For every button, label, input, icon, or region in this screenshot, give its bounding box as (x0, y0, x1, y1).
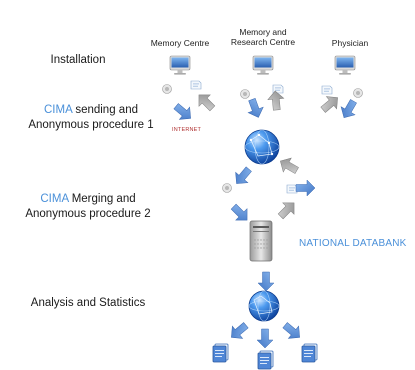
globe-icon (248, 290, 280, 322)
stage-analysis: Analysis and Statistics (13, 296, 163, 311)
stage-sending-line1: sending and (72, 104, 138, 116)
site-physician: Physician (320, 38, 380, 48)
arrow-output-left (225, 318, 252, 345)
computer-icon (252, 55, 274, 76)
stage-merging-line1: Merging and (68, 193, 136, 205)
cima-accent-1: CIMA (44, 104, 73, 116)
site-memory-centre: Memory Centre (140, 38, 220, 48)
internet-label: INTERNET (172, 127, 201, 133)
arrow-up-left-1 (275, 153, 302, 178)
report-icon (257, 350, 274, 370)
arrow-return-3 (317, 90, 344, 117)
arrow-output-right (279, 318, 306, 345)
site-physician-text: Physician (331, 38, 369, 48)
arrow-down-left-1 (229, 163, 256, 190)
cima-accent-2: CIMA (40, 193, 69, 205)
site-research-line1: Memory and (239, 27, 287, 37)
internet-label-text: INTERNET (172, 127, 202, 133)
document-icon (321, 85, 333, 95)
arrow-send-3 (336, 96, 361, 123)
stage-merging: CIMA Merging and Anonymous procedure 2 (2, 192, 174, 222)
report-icon (212, 343, 229, 363)
computer-icon (334, 55, 356, 76)
arrow-return-1 (192, 88, 219, 115)
lock-icon (222, 183, 232, 193)
server-icon (249, 220, 273, 262)
stage-merging-line2: Anonymous procedure 2 (25, 208, 151, 220)
arrow-return-2 (266, 89, 286, 112)
document-icon (286, 184, 298, 194)
stage-sending-line2: Anonymous procedure 1 (28, 119, 154, 131)
arrow-send-2 (243, 96, 267, 121)
arrow-down-3 (257, 271, 275, 292)
stage-analysis-text: Analysis and Statistics (30, 297, 146, 309)
site-memory-centre-text: Memory Centre (150, 38, 210, 48)
stage-installation-text: Installation (50, 54, 106, 66)
arrow-send-1 (170, 99, 197, 126)
document-icon (190, 80, 202, 90)
lock-icon (353, 88, 363, 98)
report-icon (301, 343, 318, 363)
arrow-down-right-2 (227, 200, 254, 227)
arrow-right-1 (295, 179, 316, 197)
arrow-output-center (256, 328, 274, 349)
site-research-centre: Memory and Research Centre (218, 27, 308, 47)
computer-icon (169, 55, 191, 76)
databank-label: NATIONAL DATABANK (299, 238, 407, 249)
globe-icon (244, 129, 280, 165)
stage-sending: CIMA sending and Anonymous procedure 1 (8, 103, 174, 133)
databank-label-text: NATIONAL DATABANK (299, 238, 407, 249)
lock-icon (162, 84, 172, 94)
site-research-line2: Research Centre (230, 37, 296, 47)
stage-installation: Installation (38, 53, 118, 68)
lock-icon (240, 89, 250, 99)
arrow-up-right-2 (274, 196, 301, 223)
